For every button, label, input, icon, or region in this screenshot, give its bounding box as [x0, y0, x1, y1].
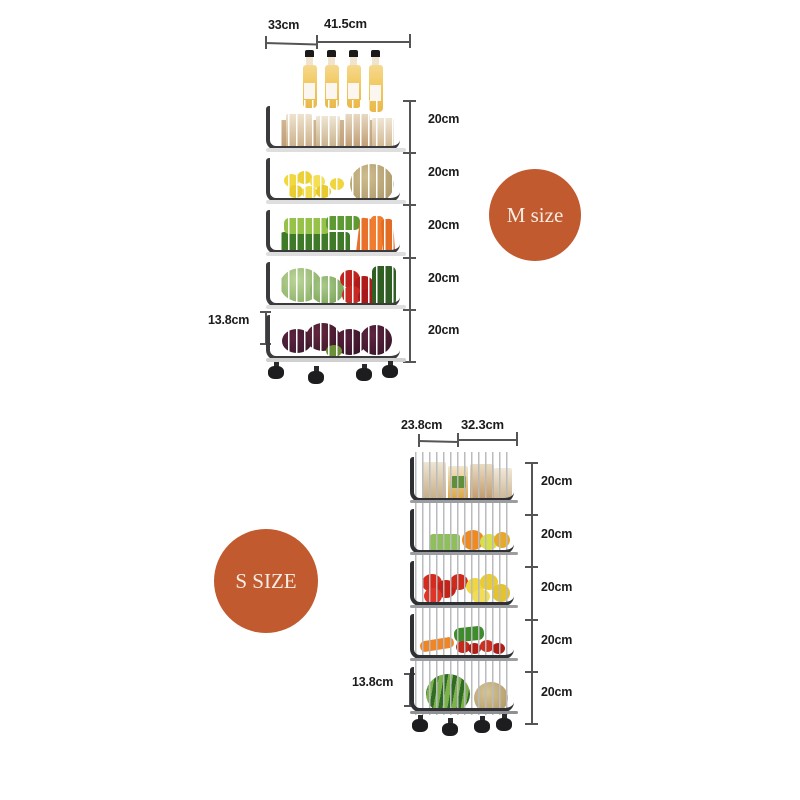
s-basket-tier-1	[410, 452, 518, 504]
s-depth-label: 23.8cm	[401, 418, 443, 432]
s-tier-label-1: 20cm	[541, 474, 573, 488]
s-tier-label-4: 20cm	[541, 633, 573, 647]
s-basket-tier-4	[410, 609, 518, 662]
m-size-badge: M size	[489, 169, 581, 261]
m-basket-tier-2	[266, 152, 406, 204]
m-cart-illustration	[258, 48, 410, 388]
m-basket-tier-4	[266, 256, 406, 309]
s-tier-label-5: 20cm	[541, 685, 573, 699]
m-tier-label-5: 20cm	[428, 323, 460, 337]
s-cart-illustration	[404, 452, 520, 752]
m-width-label: 41.5cm	[324, 16, 367, 31]
m-tier-label-1: 20cm	[428, 112, 460, 126]
m-basket-tier-5	[266, 309, 406, 362]
m-tier-label-3: 20cm	[428, 218, 460, 232]
m-tier-label-2: 20cm	[428, 165, 460, 179]
s-width-label: 32.3cm	[461, 417, 504, 432]
m-basket-tier-3	[266, 204, 406, 256]
s-tier-label-3: 20cm	[541, 580, 573, 594]
m-basket-height-label: 13.8cm	[208, 313, 250, 327]
m-tier-label-4: 20cm	[428, 271, 460, 285]
s-basket-height-label: 13.8cm	[352, 675, 394, 689]
m-depth-label: 33cm	[268, 18, 300, 32]
s-basket-tier-5	[410, 662, 518, 715]
m-basket-tier-1	[266, 100, 406, 152]
s-basket-tier-3	[410, 556, 518, 609]
s-basket-tier-2	[410, 504, 518, 556]
s-tier-label-2: 20cm	[541, 527, 573, 541]
s-size-badge: S SIZE	[214, 529, 318, 633]
